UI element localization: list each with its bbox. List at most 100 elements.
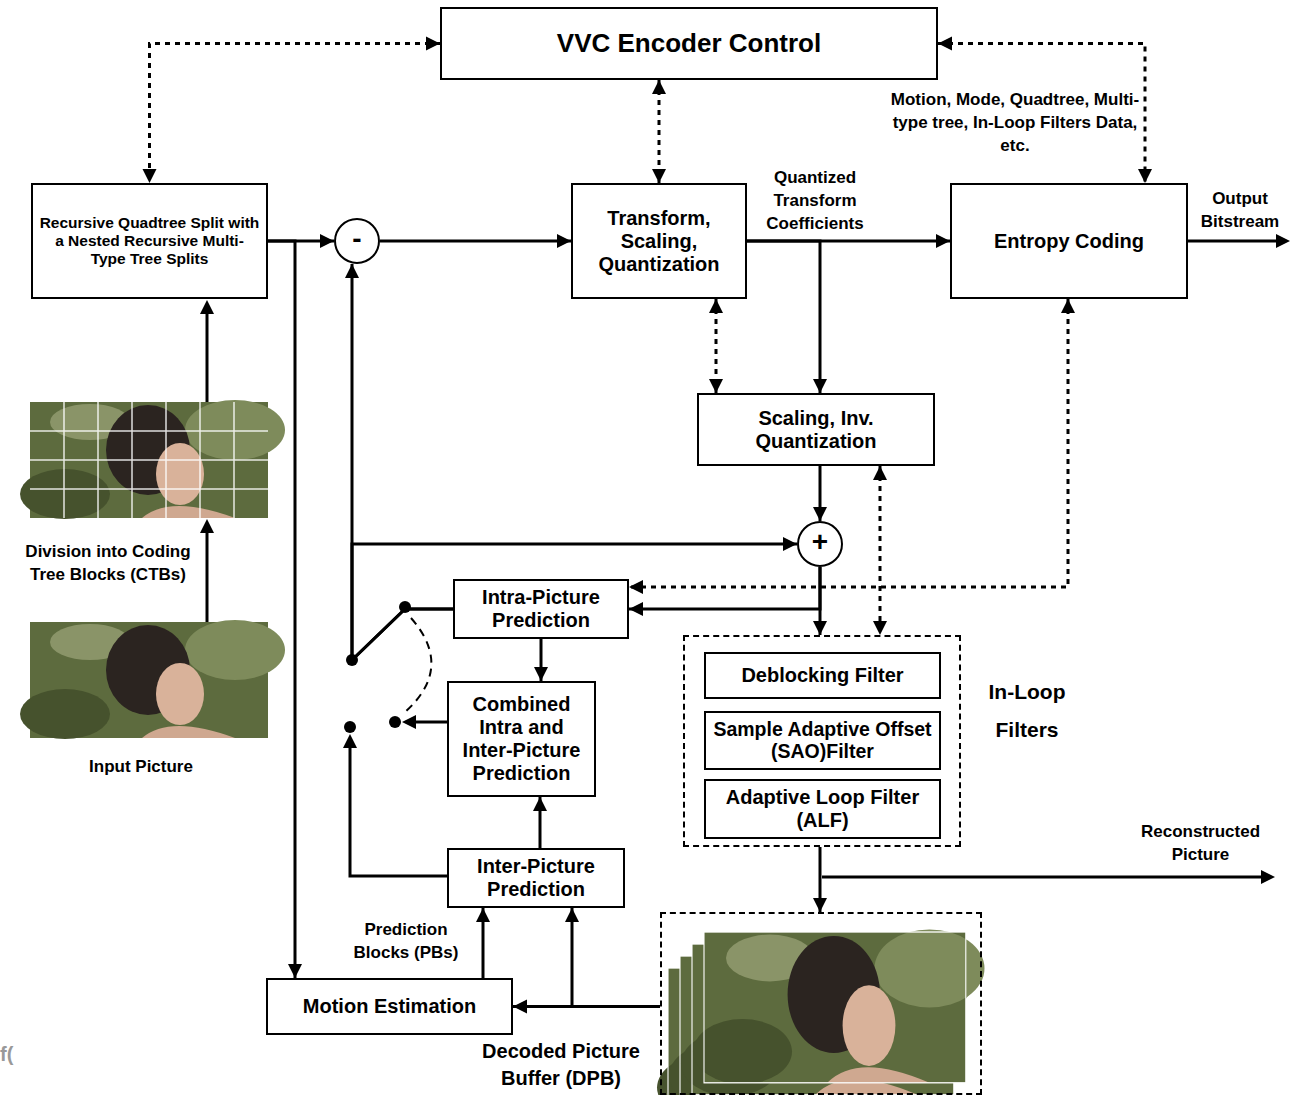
switch-contact — [389, 716, 401, 728]
dpb-frames — [657, 929, 985, 1095]
arrowhead — [426, 37, 440, 51]
connector — [380, 234, 571, 248]
group-heading: In-Loop Filters — [973, 673, 1081, 749]
arrowhead — [1061, 299, 1075, 313]
box-label: Sample Adaptive Offset (SAO)Filter — [706, 718, 939, 763]
arrowhead — [288, 964, 302, 978]
arrowhead — [343, 734, 357, 748]
arrowhead — [1261, 870, 1275, 884]
input-picture — [20, 620, 285, 739]
connector-line — [150, 44, 441, 184]
group-box: Decoded Picture Buffer (DPB) — [660, 912, 982, 1095]
connector-line — [513, 1005, 660, 1008]
arrowhead — [533, 797, 547, 811]
connector — [513, 1000, 660, 1014]
grid-line — [30, 430, 268, 432]
arrowhead — [1138, 169, 1152, 183]
process-box: VVC Encoder Control — [440, 7, 938, 80]
annotation: Reconstructed Picture — [1118, 820, 1283, 866]
process-box: Sample Adaptive Offset (SAO)Filter — [704, 711, 941, 770]
arrowhead — [513, 1000, 527, 1014]
connector — [629, 299, 1075, 594]
ctb-grid — [30, 402, 268, 518]
connector — [143, 37, 441, 184]
grid-line — [30, 459, 268, 461]
connector-line — [572, 908, 660, 1007]
wire — [350, 745, 447, 876]
switch-contact — [344, 721, 356, 733]
arrowhead — [557, 234, 571, 248]
arrowhead — [476, 908, 490, 922]
connector-line — [747, 241, 820, 393]
frame-picture — [693, 929, 985, 1084]
arrowhead — [709, 299, 723, 313]
process-box: Combined Intra and Inter-Picture Predict… — [447, 681, 596, 797]
connector — [268, 241, 302, 978]
connector — [709, 299, 723, 393]
connector — [652, 80, 666, 183]
process-box: Intra-Picture Prediction — [453, 579, 629, 639]
arrowhead — [813, 621, 827, 635]
sum-junction: + — [797, 521, 843, 567]
dpb-frame — [693, 929, 985, 1084]
arrowhead — [629, 602, 643, 616]
arrowhead — [873, 621, 887, 635]
arrowhead — [320, 234, 334, 248]
box-label: Entropy Coding — [952, 230, 1186, 253]
box-label: Combined Intra and Inter-Picture Predict… — [449, 693, 594, 785]
arrowhead — [938, 37, 952, 51]
wire — [206, 311, 209, 402]
arrowhead — [813, 507, 827, 521]
grid-line — [30, 488, 268, 490]
connector — [345, 264, 453, 660]
box-label: Recursive Quadtree Split with a Nested R… — [33, 214, 266, 267]
connector-line — [715, 299, 718, 393]
switch-arc — [404, 618, 431, 713]
arrowhead — [652, 80, 666, 94]
process-box: Entropy Coding — [950, 183, 1188, 299]
box-label: Motion Estimation — [268, 995, 511, 1018]
arrowhead — [629, 580, 643, 594]
arrowhead — [200, 519, 214, 533]
box-label: Inter-Picture Prediction — [449, 855, 623, 901]
arrowhead — [709, 379, 723, 393]
connector-line — [879, 466, 882, 635]
connector-line — [268, 241, 295, 978]
connector — [813, 847, 827, 912]
connector — [747, 241, 827, 393]
process-box: Transform, Scaling, Quantization — [571, 183, 747, 299]
process-box: Recursive Quadtree Split with a Nested R… — [31, 183, 268, 299]
arrowhead — [565, 908, 579, 922]
connector-line — [352, 264, 453, 660]
frame-border — [704, 932, 966, 1083]
box-label: Adaptive Loop Filter (ALF) — [706, 786, 939, 832]
annotation: f( — [0, 1043, 30, 1066]
group-heading: Decoded Picture Buffer (DPB) — [466, 1038, 656, 1092]
arrowhead — [200, 300, 214, 314]
arrowhead — [652, 169, 666, 183]
box-label: VVC Encoder Control — [442, 29, 936, 59]
wires — [207, 241, 1280, 877]
connector — [476, 908, 490, 978]
wire — [822, 876, 1265, 879]
arrowhead — [1276, 234, 1290, 248]
box-label: - — [336, 225, 378, 257]
wire — [1188, 240, 1280, 243]
connector — [534, 639, 548, 681]
box-label: Scaling, Inv. Quantization — [699, 407, 933, 453]
process-box: Motion Estimation — [266, 978, 513, 1035]
annotation: Input Picture — [30, 755, 252, 778]
connector — [873, 466, 887, 635]
group-box: In-Loop FiltersDeblocking FilterSample A… — [683, 635, 961, 847]
arrowhead — [143, 169, 157, 183]
box-label: + — [799, 528, 841, 560]
arrowhead — [345, 264, 359, 278]
wire — [206, 530, 209, 622]
wire — [412, 721, 447, 724]
connector — [565, 908, 660, 1007]
box-label: Intra-Picture Prediction — [455, 586, 627, 632]
process-box: Deblocking Filter — [704, 652, 941, 699]
